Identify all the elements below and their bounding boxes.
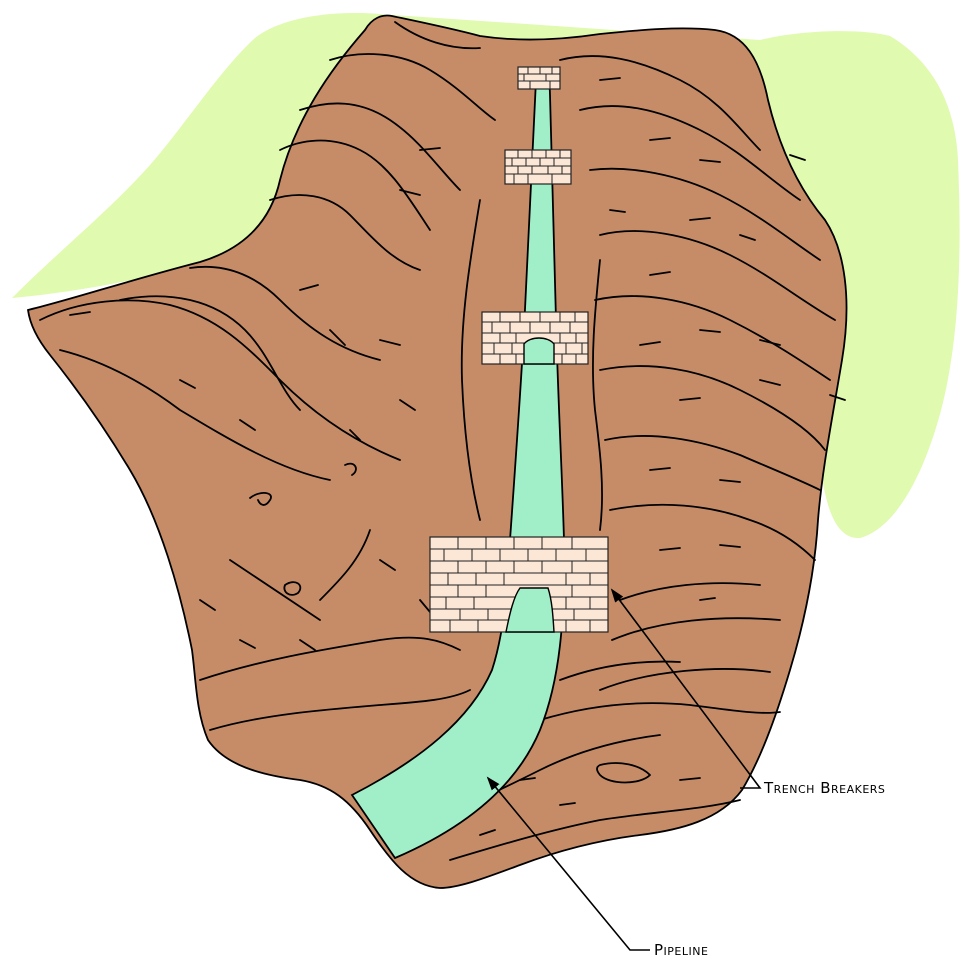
- trench-breaker-1: [518, 67, 560, 89]
- trench-breaker-2: [505, 150, 571, 184]
- label-trench-breakers: Trench Breakers: [763, 779, 885, 797]
- trench-breaker-3: [482, 312, 588, 364]
- trench-breaker-4: [430, 537, 608, 632]
- label-pipeline: Pipeline: [654, 941, 708, 959]
